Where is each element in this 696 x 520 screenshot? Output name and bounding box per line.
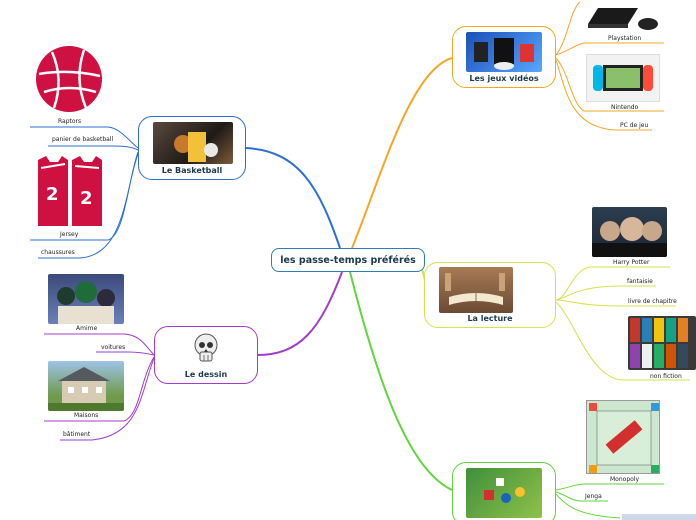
label-livre-de-chapitre[interactable]: livre de chapitre xyxy=(628,298,677,305)
harry-potter-image xyxy=(592,207,667,257)
node-jeux-title: Les jeux vidéos xyxy=(469,74,538,83)
house-image xyxy=(48,361,124,411)
svg-text:2: 2 xyxy=(46,184,59,205)
label-jenga[interactable]: Jenga xyxy=(585,493,602,500)
label-panier[interactable]: panier de basketball xyxy=(52,136,113,143)
nintendo-image xyxy=(586,54,660,102)
node-dessin[interactable]: Le dessin xyxy=(154,326,258,384)
label-playstation[interactable]: Playstation xyxy=(608,35,641,42)
skull-icon xyxy=(193,333,219,363)
label-raptors[interactable]: Raptors xyxy=(58,118,81,125)
node-dessin-title: Le dessin xyxy=(185,370,227,379)
jeux-image xyxy=(466,32,542,72)
playstation-image xyxy=(584,4,660,34)
node-lecture[interactable]: La lecture xyxy=(424,262,556,328)
basketball-image xyxy=(153,122,233,164)
jersey-image: 2 2 xyxy=(34,154,106,228)
label-anime[interactable]: Amime xyxy=(76,325,97,332)
label-fantaisie[interactable]: fantaisie xyxy=(627,278,653,285)
node-jeux-videos[interactable]: Les jeux vidéos xyxy=(452,26,556,88)
label-harry-potter[interactable]: Harry Potter xyxy=(613,259,649,266)
raptors-logo xyxy=(34,44,104,114)
label-jersey[interactable]: Jersey xyxy=(60,231,78,238)
node-jeux-societe[interactable] xyxy=(452,462,556,520)
lecture-image xyxy=(439,267,513,313)
label-monopoly[interactable]: Monopoly xyxy=(610,476,639,483)
label-batiment[interactable]: bâtiment xyxy=(63,431,90,438)
label-non-fiction[interactable]: non fiction xyxy=(650,373,682,380)
label-nintendo[interactable]: Nintendo xyxy=(611,104,638,111)
monopoly-image xyxy=(586,400,660,474)
label-pc-de-jeu[interactable]: PC de jeu xyxy=(620,122,648,129)
label-chaussures[interactable]: chaussures xyxy=(41,249,75,256)
svg-text:2: 2 xyxy=(80,188,93,209)
node-basketball-title: Le Basketball xyxy=(162,166,223,175)
partial-image xyxy=(622,514,696,520)
node-basketball[interactable]: Le Basketball xyxy=(138,116,246,180)
label-maisons[interactable]: Maisons xyxy=(74,412,98,419)
label-voitures[interactable]: voitures xyxy=(101,344,125,351)
anime-image xyxy=(48,274,124,324)
node-lecture-title: La lecture xyxy=(467,314,512,323)
central-topic[interactable]: les passe-temps préférés xyxy=(271,248,425,272)
books-image xyxy=(628,316,696,370)
board-games-image xyxy=(466,468,542,518)
